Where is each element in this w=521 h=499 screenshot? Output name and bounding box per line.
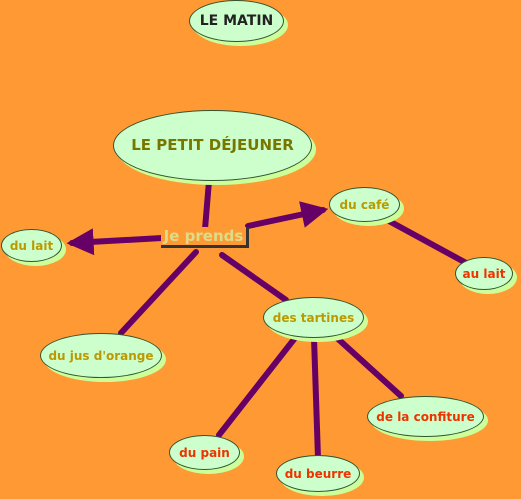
node-du-cafe: du café [329, 187, 400, 222]
node-de-la-confiture: de la confiture [367, 396, 484, 437]
node-du-jus-d-orange: du jus d'orange [40, 333, 162, 378]
node-au-lait: au lait [455, 257, 513, 290]
node-le-matin: LE MATIN [189, 0, 284, 42]
arrow-je-prends-du-cafe [245, 201, 329, 229]
node-du-pain: du pain [169, 435, 240, 470]
node-du-lait: du lait [1, 229, 62, 262]
connector-des-tartines-du-beurre [311, 335, 321, 461]
node-des-tartines: des tartines [263, 297, 364, 338]
connector-je-prends-du-jus [118, 249, 199, 336]
node-du-beurre: du beurre [276, 455, 360, 492]
connector-des-tartines-du-pain [216, 335, 298, 438]
arrow-je-prends-du-lait [66, 228, 165, 256]
connector-je-prends-des-tartines [219, 252, 289, 303]
connector-du-cafe-au-lait [386, 218, 471, 267]
node-le-petit-dejeuner: LE PETIT DÉJEUNER [113, 110, 312, 181]
node-je-prends: Je prends [161, 227, 249, 248]
connector-petit-dejeuner-je-prends [202, 178, 212, 232]
connector-des-tartines-confiture [334, 335, 404, 399]
